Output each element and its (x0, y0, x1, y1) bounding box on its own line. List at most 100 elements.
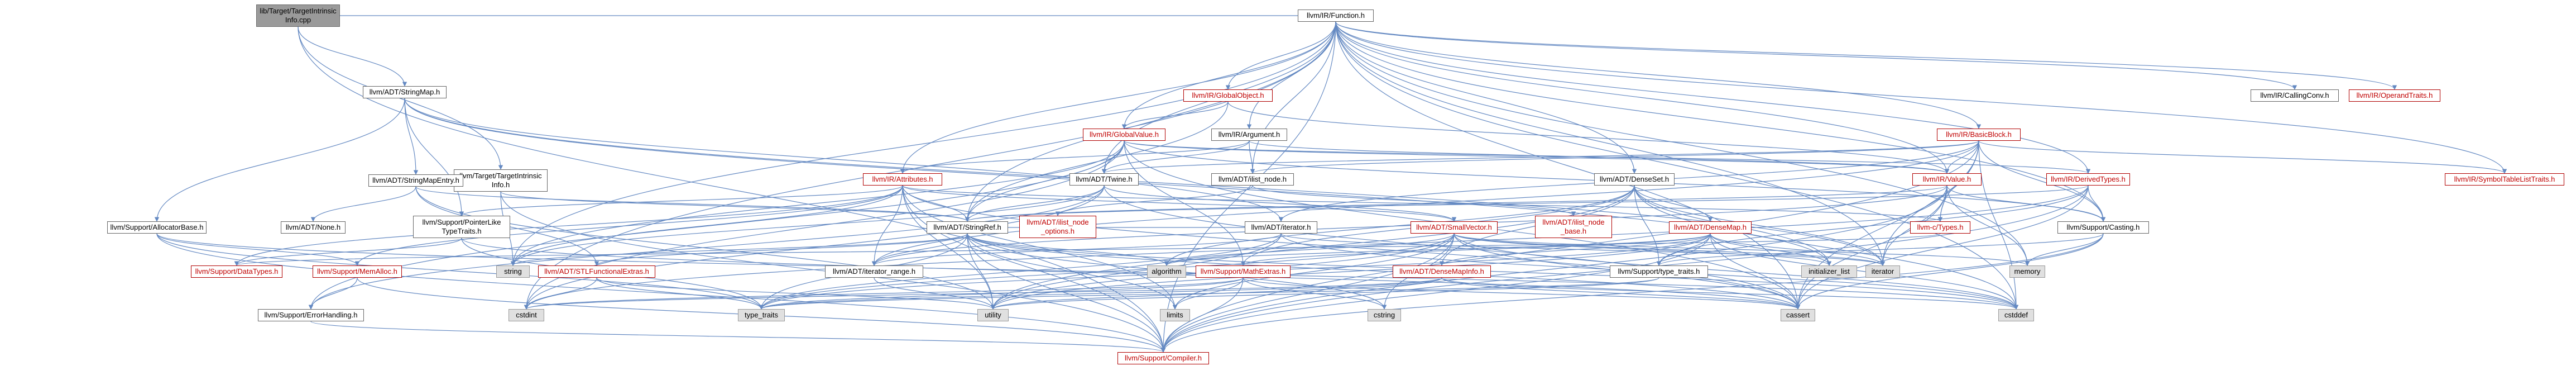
node-callingconv-h[interactable]: llvm/IR/CallingConv.h (2251, 89, 2339, 102)
node-datatypes-h[interactable]: llvm/Support/DataTypes.h (191, 265, 282, 278)
node-typetraits-h[interactable]: llvm/Support/type_traits.h (1610, 265, 1708, 278)
edge-stringmapentry-to-stringref (415, 186, 970, 222)
node-stringref-h[interactable]: llvm/ADT/StringRef.h (927, 221, 1008, 234)
node-cstdint[interactable]: cstdint (509, 309, 544, 321)
node-stlfunctionalextras-h[interactable]: llvm/ADT/STLFunctionalExtras.h (538, 265, 655, 278)
edge-stlfunctionalextras-to-cstdint (524, 277, 597, 310)
edge-attributes-to-memalloc (354, 185, 903, 266)
node-pointerliketypetraits-h[interactable]: llvm/Support/PointerLike TypeTraits.h (413, 216, 510, 238)
edge-function-to-symboltablelisttraits (1335, 21, 2507, 174)
edge-function-to-globalobject (1225, 21, 1336, 90)
edge-attributes-to-ctypes (902, 185, 1942, 222)
node-root-file[interactable]: lib/Target/TargetIntrinsic Info.cpp (256, 4, 340, 27)
edge-densemapinfo-to-cstdint (524, 277, 1442, 310)
node-basicblock-h[interactable]: llvm/IR/BasicBlock.h (1937, 129, 2021, 141)
node-iterator-h[interactable]: llvm/ADT/iterator.h (1245, 221, 1317, 234)
node-std-type-traits[interactable]: type_traits (738, 309, 785, 321)
node-cstring[interactable]: cstring (1368, 309, 1401, 321)
edge-stringref-to-cassert (967, 233, 1801, 310)
edge-basicblock-to-iterator_std (1880, 140, 1979, 266)
edge-ilistnode-to-ilistnodeoptions (1055, 185, 1253, 216)
edge-basicblock-to-twine (1102, 140, 1979, 174)
edge-value-to-stringref (965, 185, 1947, 222)
node-stringmap-h[interactable]: llvm/ADT/StringMap.h (363, 86, 447, 98)
node-densemap-h[interactable]: llvm/ADT/DenseMap.h (1669, 221, 1752, 234)
node-initializer-list[interactable]: initializer_list (1801, 265, 1857, 278)
edge-attributes-to-string (510, 185, 903, 266)
edge-function-to-operandtraits (1335, 21, 2397, 90)
node-casting-h[interactable]: llvm/Support/Casting.h (2057, 221, 2149, 234)
node-smallvector-h[interactable]: llvm/ADT/SmallVector.h (1411, 221, 1498, 234)
edge-argument-to-attributes (900, 140, 1250, 174)
node-function-h[interactable]: llvm/IR/Function.h (1298, 10, 1374, 22)
edge-attributes-to-compiler (902, 185, 1166, 353)
edge-casting-to-memory (2025, 233, 2104, 266)
edge-twine-to-smallvector (1104, 185, 1457, 222)
edge-mathextras-to-cstdint (524, 277, 1244, 310)
node-targetintrinsicinfo-h[interactable]: llvm/Target/TargetIntrinsic Info.h (454, 169, 548, 192)
node-none-h[interactable]: llvm/ADT/None.h (281, 221, 346, 234)
edge-memalloc-to-errorhandling (308, 277, 358, 310)
edge-targetintrinsicinfo-to-stringref (500, 191, 970, 222)
edge-densemapinfo-to-cassert (1441, 277, 1801, 310)
node-cstddef[interactable]: cstddef (1998, 309, 2034, 321)
node-argument-h[interactable]: llvm/IR/Argument.h (1211, 129, 1287, 141)
node-memalloc-h[interactable]: llvm/Support/MemAlloc.h (313, 265, 402, 278)
edge-function-to-ilistnode (1250, 21, 1336, 174)
edge-stringmapentry-to-none (310, 186, 416, 222)
edge-function-to-globalvalue (1121, 21, 1336, 129)
node-ilistnode-h[interactable]: llvm/ADT/ilist_node.h (1211, 173, 1294, 186)
edge-twine-to-cstdint (524, 185, 1105, 310)
edge-densemap-to-compiler (1160, 233, 1711, 353)
edge-densemap-to-iterator_std (1710, 233, 1886, 266)
edge-smallvector-to-algorithm (1164, 233, 1455, 266)
node-utility[interactable]: utility (977, 309, 1009, 321)
edge-smallvector-to-memory (1454, 233, 2030, 266)
edge-denseset-to-densemap (1634, 185, 1713, 222)
node-ctypes-h[interactable]: llvm-c/Types.h (1910, 221, 1970, 234)
node-ilistnodebase-h[interactable]: llvm/ADT/ilist_node _base.h (1535, 216, 1612, 238)
edge-derivedtypes-to-stringref (965, 185, 2089, 222)
edge-function-to-basicblock (1335, 21, 1982, 129)
edge-stringref-to-cstddef (967, 233, 2018, 310)
node-memory[interactable]: memory (2009, 265, 2045, 278)
edge-function-to-memory (1335, 21, 2030, 266)
node-value-h[interactable]: llvm/IR/Value.h (1912, 173, 1982, 186)
edge-function-to-value (1335, 21, 1950, 174)
node-iteratorrange-h[interactable]: llvm/ADT/iterator_range.h (825, 265, 923, 278)
edge-function-to-denseset (1335, 21, 1637, 174)
edge-smallvector-to-std_type_traits (759, 233, 1455, 310)
node-globalvalue-h[interactable]: llvm/IR/GlobalValue.h (1083, 129, 1165, 141)
node-symboltablelisttraits-h[interactable]: llvm/IR/SymbolTableListTraits.h (2445, 173, 2564, 186)
node-iterator-std[interactable]: iterator (1865, 265, 1900, 278)
edge-basicblock-to-cstddef (1978, 140, 2019, 310)
edge-stringmap-to-iterator (404, 98, 1284, 222)
node-ilistnodeoptions-h[interactable]: llvm/ADT/ilist_node _options.h (1019, 216, 1096, 238)
edge-stringmap-to-stringmapentry (404, 98, 419, 175)
node-derivedtypes-h[interactable]: llvm/IR/DerivedTypes.h (2046, 173, 2130, 186)
edge-basicblock-to-casting (1978, 140, 2106, 222)
node-operandtraits-h[interactable]: llvm/IR/OperandTraits.h (2349, 89, 2440, 102)
edge-stringmapentry-to-utility (415, 186, 996, 310)
node-allocatorbase-h[interactable]: llvm/Support/AllocatorBase.h (107, 221, 207, 234)
edge-basicblock-to-iteratorrange (871, 140, 1979, 266)
node-string[interactable]: string (496, 265, 530, 278)
edge-function-to-cstdint (524, 21, 1336, 310)
node-denseset-h[interactable]: llvm/ADT/DenseSet.h (1594, 173, 1675, 186)
edge-function-to-callingconv (1335, 21, 2297, 90)
node-algorithm[interactable]: algorithm (1147, 265, 1186, 278)
node-compiler-h[interactable]: llvm/Support/Compiler.h (1117, 352, 1209, 364)
node-attributes-h[interactable]: llvm/IR/Attributes.h (863, 173, 942, 186)
node-mathextras-h[interactable]: llvm/Support/MathExtras.h (1196, 265, 1291, 278)
edge-basicblock-to-value (1944, 140, 1979, 174)
node-stringmapentry-h[interactable]: llvm/ADT/StringMapEntry.h (368, 174, 463, 187)
node-errorhandling-h[interactable]: llvm/Support/ErrorHandling.h (258, 309, 364, 321)
edge-densemap-to-cstddef (1710, 233, 2019, 310)
node-densemapinfo-h[interactable]: llvm/ADT/DenseMapInfo.h (1393, 265, 1491, 278)
edge-allocatorbase-to-compiler (156, 233, 1166, 353)
node-limits[interactable]: limits (1160, 309, 1190, 321)
node-globalobject-h[interactable]: llvm/IR/GlobalObject.h (1183, 89, 1273, 102)
node-twine-h[interactable]: llvm/ADT/Twine.h (1069, 173, 1139, 186)
node-cassert[interactable]: cassert (1781, 309, 1815, 321)
edge-densemap-to-cassert (1710, 233, 1801, 310)
